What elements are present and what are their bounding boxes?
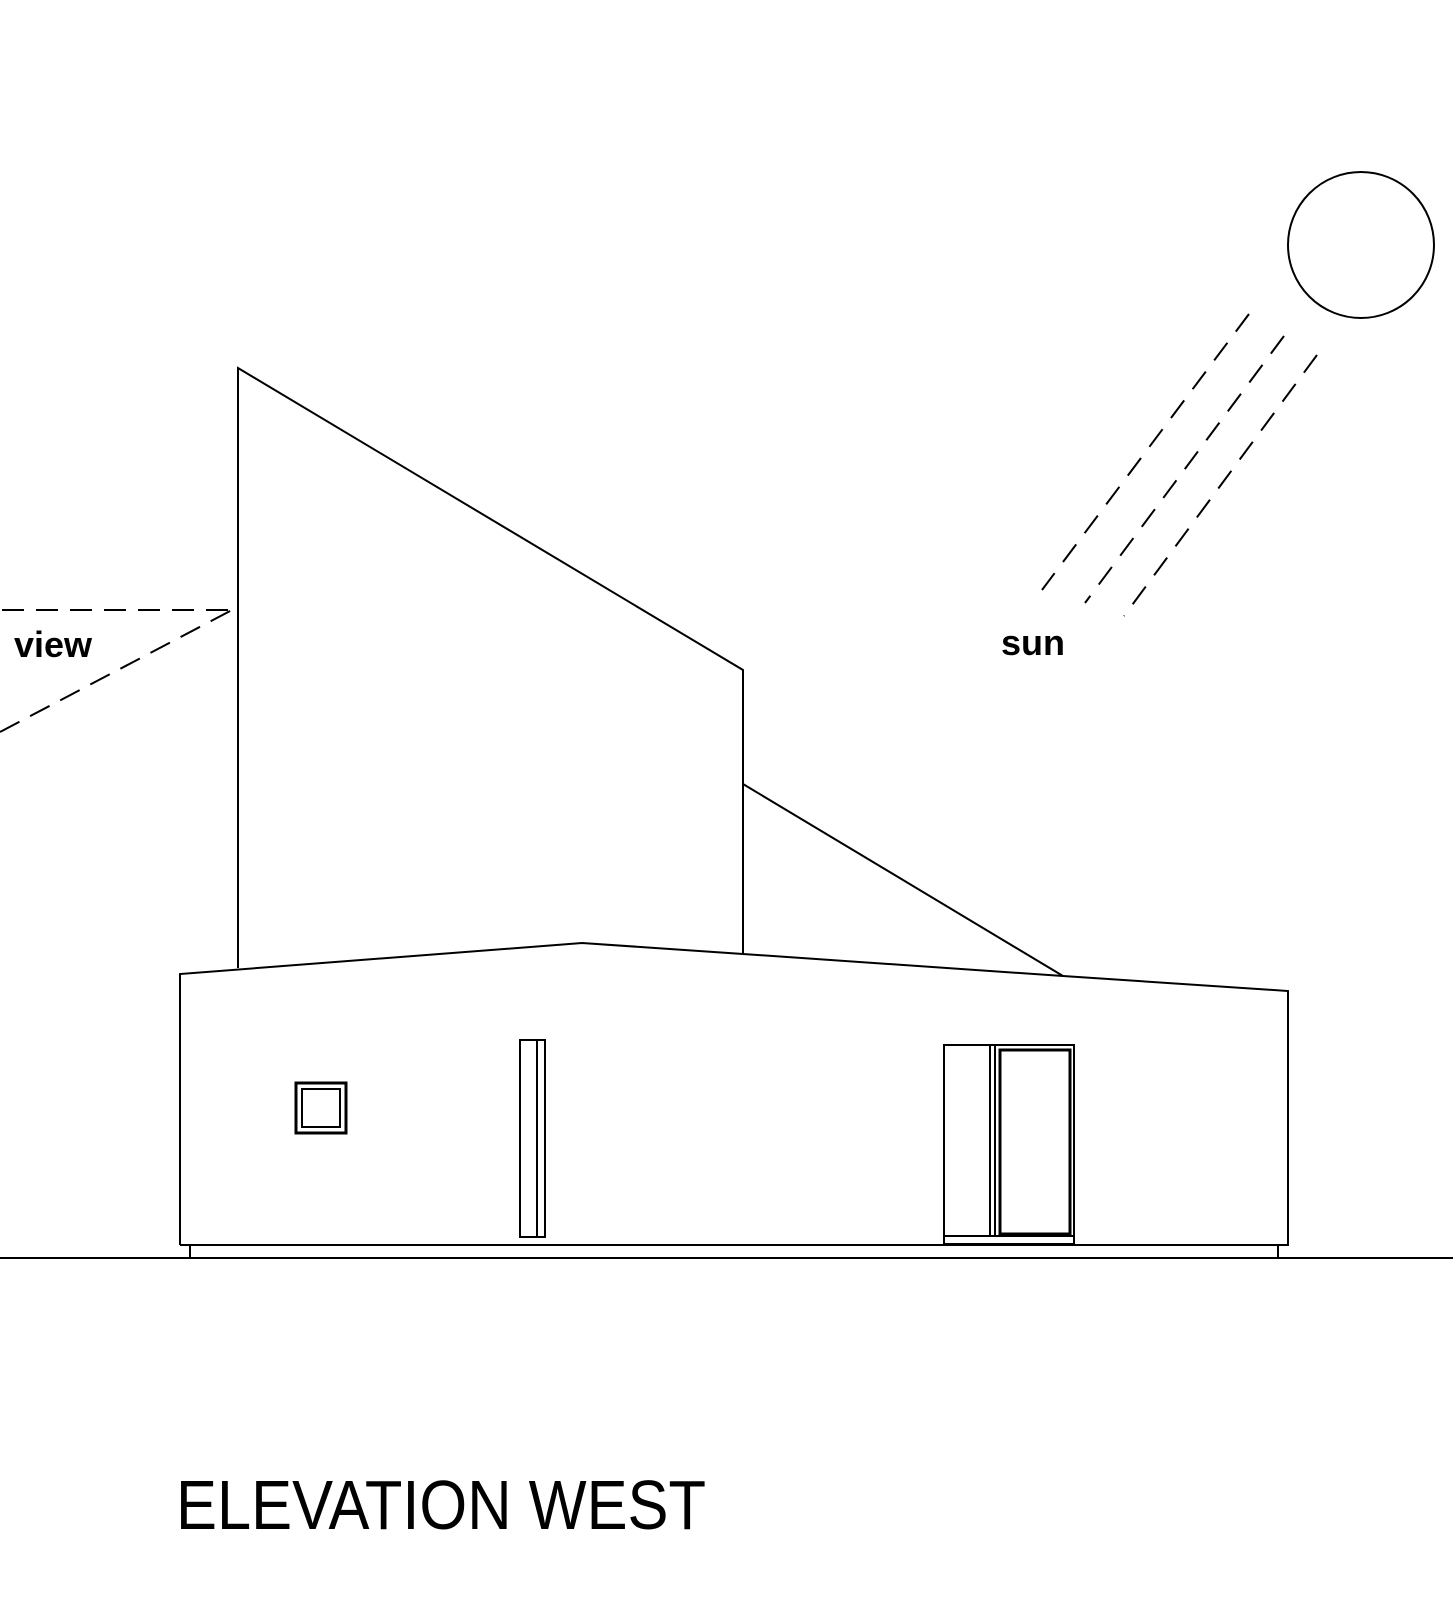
secondary-roof-slope: [742, 783, 1064, 977]
sun-ray-1: [1041, 313, 1250, 591]
view-indicator: [0, 609, 233, 733]
sun-symbol: sun: [1001, 171, 1435, 663]
door-frame: [943, 1044, 1075, 1245]
square-window-pane: [301, 1088, 341, 1128]
sun-icon: [1287, 171, 1435, 319]
drawing-title: ELEVATION WEST: [176, 1466, 706, 1544]
tower-outline: [237, 366, 744, 968]
view-line-diagonal: [0, 609, 233, 733]
door: [943, 1044, 1075, 1245]
square-window: [294, 1081, 348, 1135]
building-outline: [179, 941, 1289, 1246]
tower: [237, 366, 744, 968]
sun-ray-2: [1084, 335, 1285, 604]
square-window-frame: [294, 1081, 348, 1135]
view-label: view: [14, 624, 93, 665]
slit-window-frame: [519, 1039, 546, 1238]
door-leaf: [998, 1048, 1072, 1236]
main-building: [179, 941, 1289, 1258]
sun-rays: [1041, 313, 1318, 617]
sun-label: sun: [1001, 622, 1065, 663]
sun-ray-3: [1123, 354, 1318, 617]
slit-window: [519, 1039, 546, 1238]
